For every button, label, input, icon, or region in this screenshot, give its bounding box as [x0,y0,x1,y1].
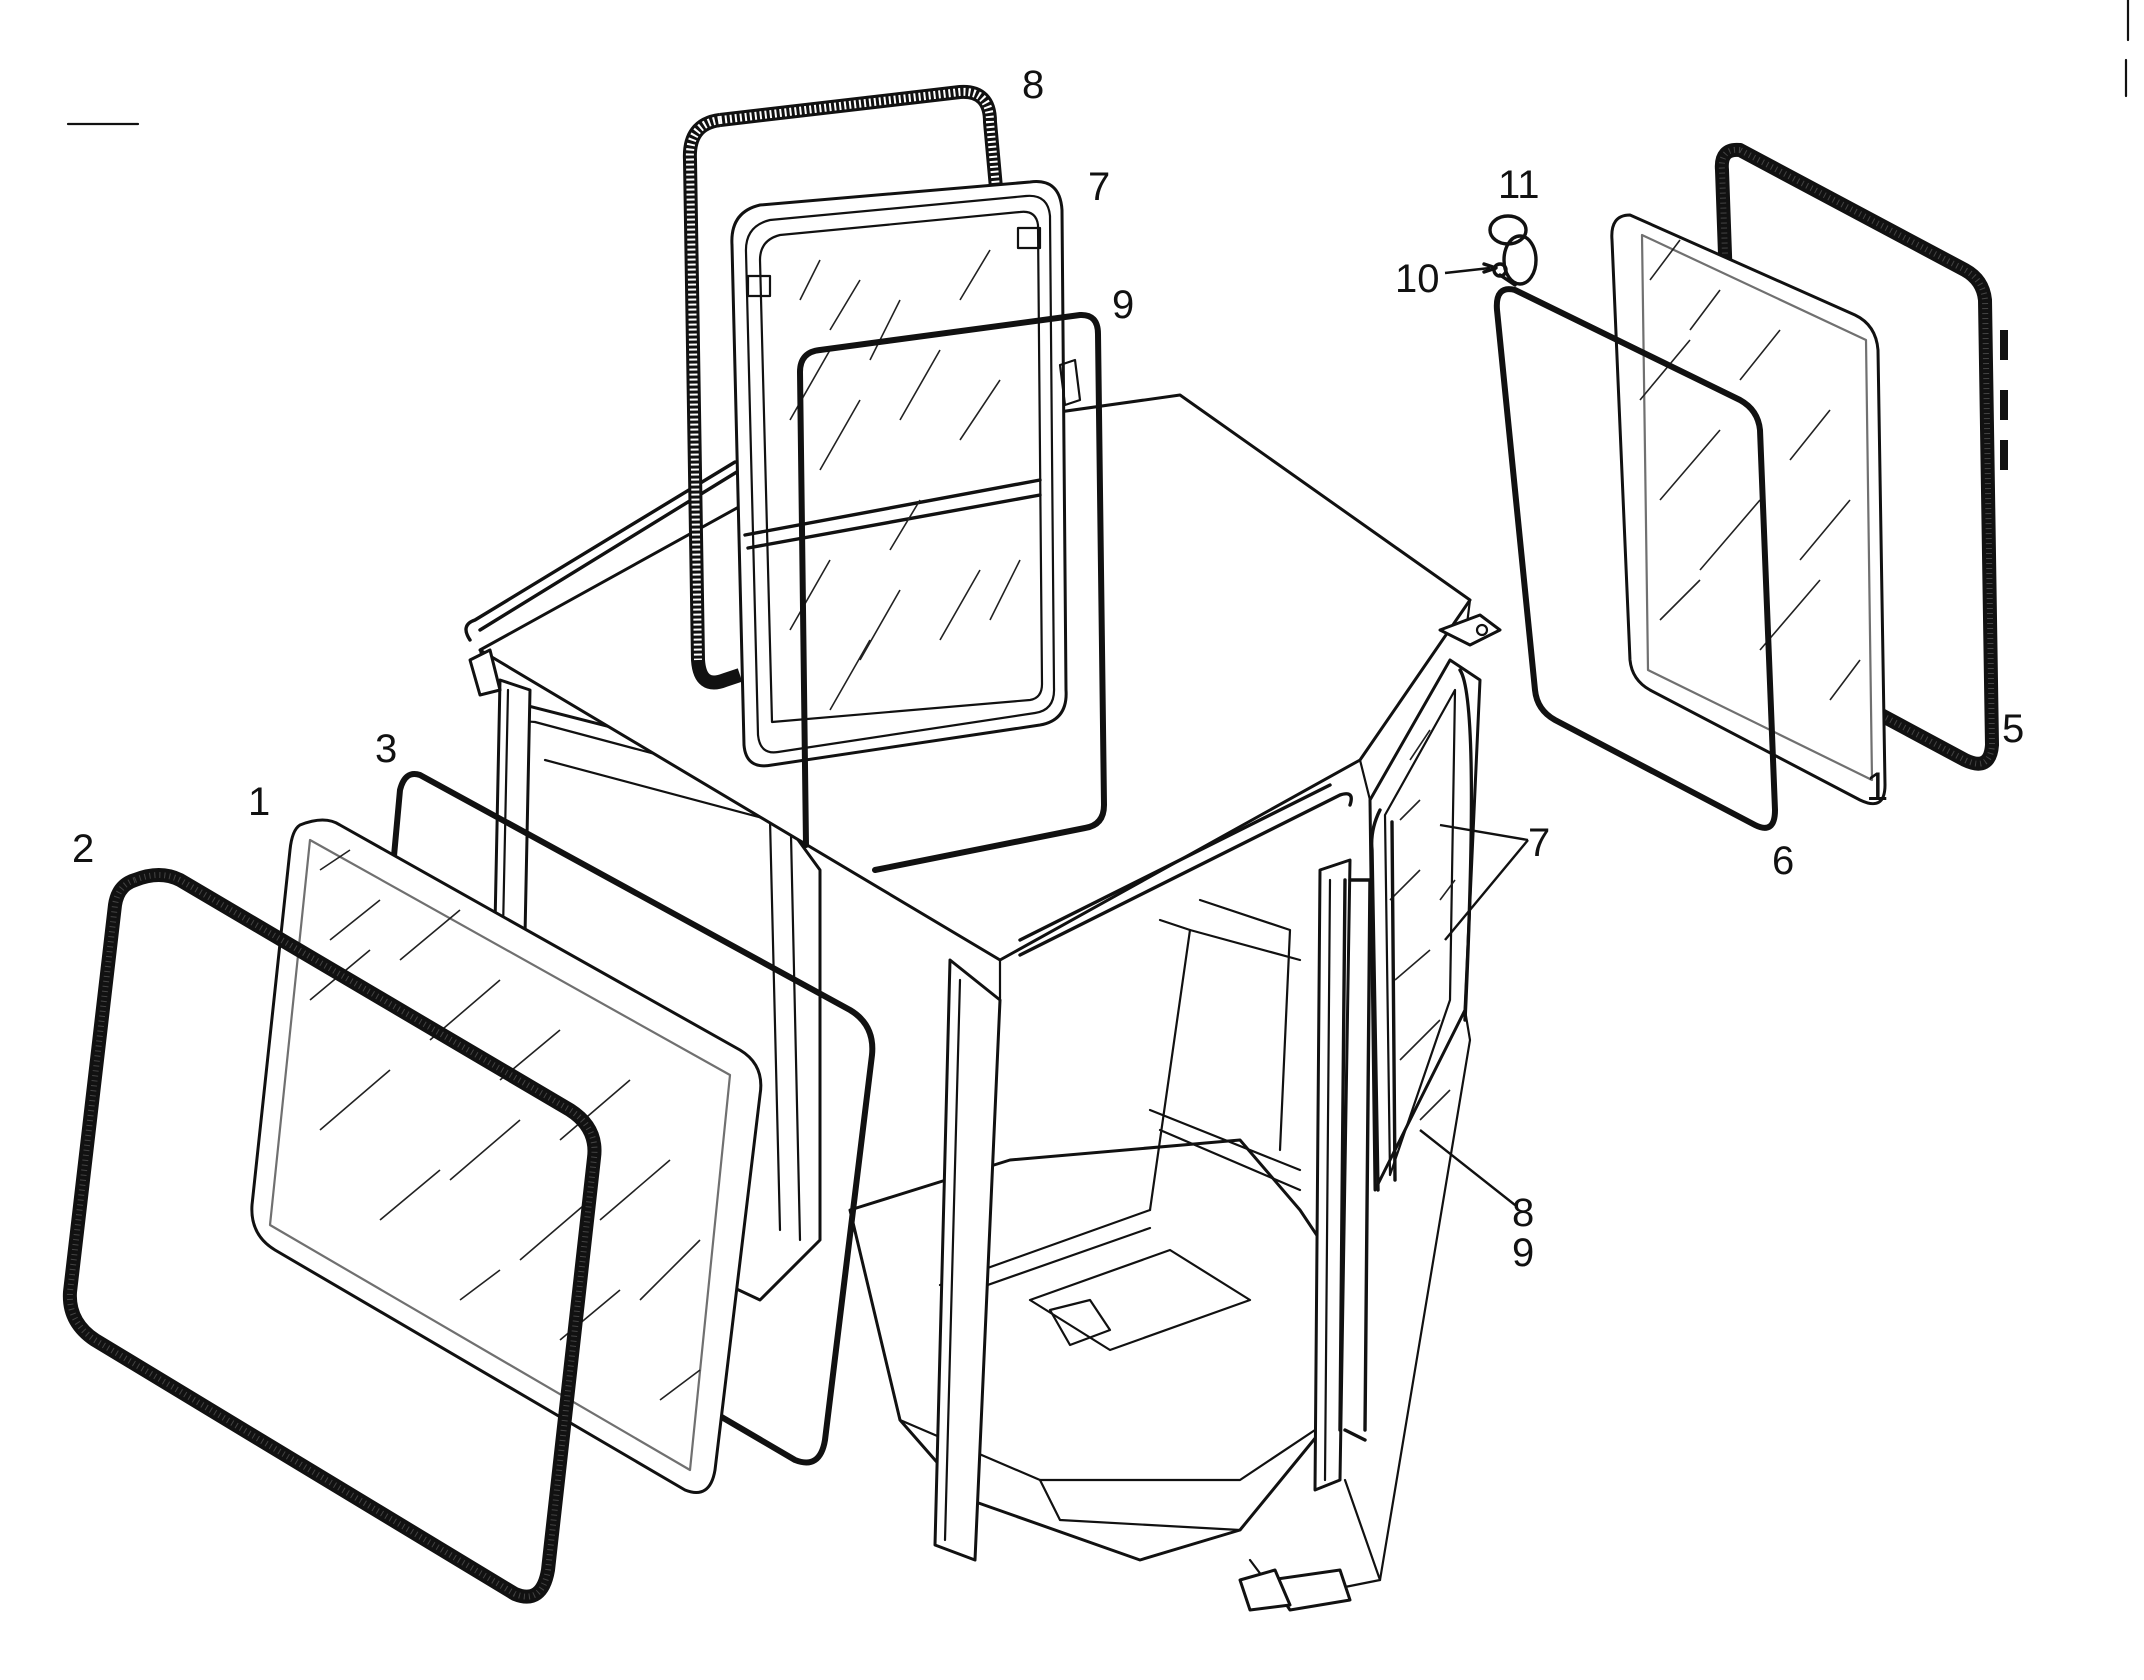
callout-8-side: 8 [1512,1191,1534,1235]
front-window-seal-2 [62,868,602,1604]
side-window-clip [1488,214,1538,287]
callout-9-side: 9 [1512,1231,1534,1275]
callout-9-top: 9 [1112,283,1134,327]
side-window-glass [1610,213,1887,806]
door-glass-group [1369,729,1529,1206]
callout-labels: 8 7 9 11 10 5 1 6 3 1 2 7 8 9 [72,63,2024,1275]
rear-window-inner-seal [797,311,1107,873]
callout-7-side: 7 [1528,821,1550,865]
callout-8-top: 8 [1022,63,1044,107]
rear-window-glass [730,180,1068,768]
roof-grab-rail-front [1018,792,1353,957]
front-left-post [933,958,1002,1562]
callout-10: 10 [1395,257,1440,301]
callout-3: 3 [375,727,397,771]
leader-7-b [1444,839,1529,941]
leader-8-9 [1419,1129,1516,1206]
side-window-seal-5 [1714,142,2008,771]
scan-edge-marks [2124,0,2130,98]
front-window-glass [250,818,763,1494]
callout-5: 5 [2002,707,2024,751]
callout-7-top: 7 [1088,165,1110,209]
rear-window-seal [682,84,1005,690]
side-window-group [1444,142,2008,831]
front-window-seal-3 [361,771,876,1466]
callout-1-right: 1 [1866,765,1888,809]
rear-window-group [682,84,1107,873]
callout-6: 6 [1772,839,1794,883]
cab-floor [848,1138,1342,1562]
leader-10 [1444,266,1491,275]
callout-1-left: 1 [248,780,270,824]
side-window-seal-6 [1493,286,1778,831]
callout-2: 2 [72,827,94,871]
leader-7-a [1439,823,1529,842]
callout-11: 11 [1498,163,1540,207]
front-window-group [62,771,876,1604]
